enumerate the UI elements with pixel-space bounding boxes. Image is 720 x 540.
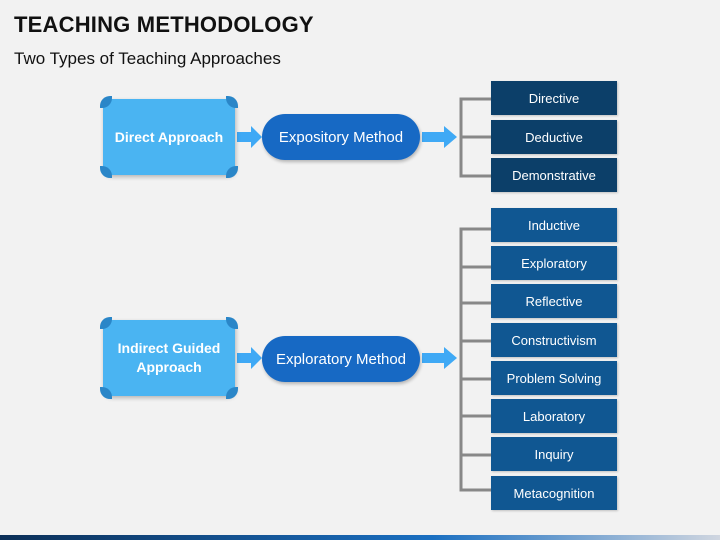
- indirect-approach-label: Indirect Guided Approach: [118, 339, 221, 377]
- expository-method-pill: Expository Method: [262, 114, 420, 160]
- indirect-item: Laboratory: [491, 399, 617, 433]
- indirect-approach-line2: Approach: [136, 359, 202, 375]
- slide-title: TEACHING METHODOLOGY: [14, 12, 314, 37]
- indirect-item: Exploratory: [491, 246, 617, 280]
- footer-bar: [0, 535, 720, 540]
- direct-approach-box: Direct Approach: [100, 96, 238, 178]
- direct-arrow-2-icon: [422, 126, 457, 148]
- indirect-item: Constructivism: [491, 323, 617, 357]
- direct-approach-label: Direct Approach: [114, 128, 224, 145]
- item-label: Laboratory: [522, 408, 586, 424]
- direct-item: Demonstrative: [491, 158, 617, 192]
- indirect-approach-box: Indirect Guided Approach: [100, 317, 238, 399]
- direct-bracket: [459, 97, 491, 178]
- expository-method-label: Expository Method: [278, 128, 404, 146]
- slide-subtitle: Two Types of Teaching Approaches: [14, 49, 281, 68]
- exploratory-method-pill: Exploratory Method: [262, 336, 420, 382]
- indirect-item: Inquiry: [491, 437, 617, 471]
- indirect-item: Inductive: [491, 208, 617, 242]
- indirect-approach-line1: Indirect Guided: [117, 340, 221, 356]
- indirect-item: Reflective: [491, 284, 617, 318]
- item-label: Directive: [528, 90, 580, 106]
- indirect-arrow-1-icon: [237, 347, 262, 369]
- item-label: Reflective: [525, 293, 583, 309]
- exploratory-method-label: Exploratory Method: [275, 350, 407, 368]
- item-label: Exploratory: [521, 255, 587, 271]
- indirect-arrow-2-icon: [422, 347, 457, 369]
- item-label: Constructivism: [511, 332, 597, 348]
- indirect-item: Problem Solving: [491, 361, 617, 395]
- item-label: Problem Solving: [506, 370, 602, 386]
- item-label: Inquiry: [534, 446, 574, 462]
- indirect-bracket: [459, 227, 491, 492]
- indirect-item: Metacognition: [491, 476, 617, 510]
- direct-arrow-1-icon: [237, 126, 262, 148]
- item-label: Inductive: [527, 217, 581, 233]
- item-label: Deductive: [525, 129, 583, 145]
- direct-item: Directive: [491, 81, 617, 115]
- item-label: Demonstrative: [512, 167, 596, 183]
- item-label: Metacognition: [513, 485, 595, 501]
- direct-item: Deductive: [491, 120, 617, 154]
